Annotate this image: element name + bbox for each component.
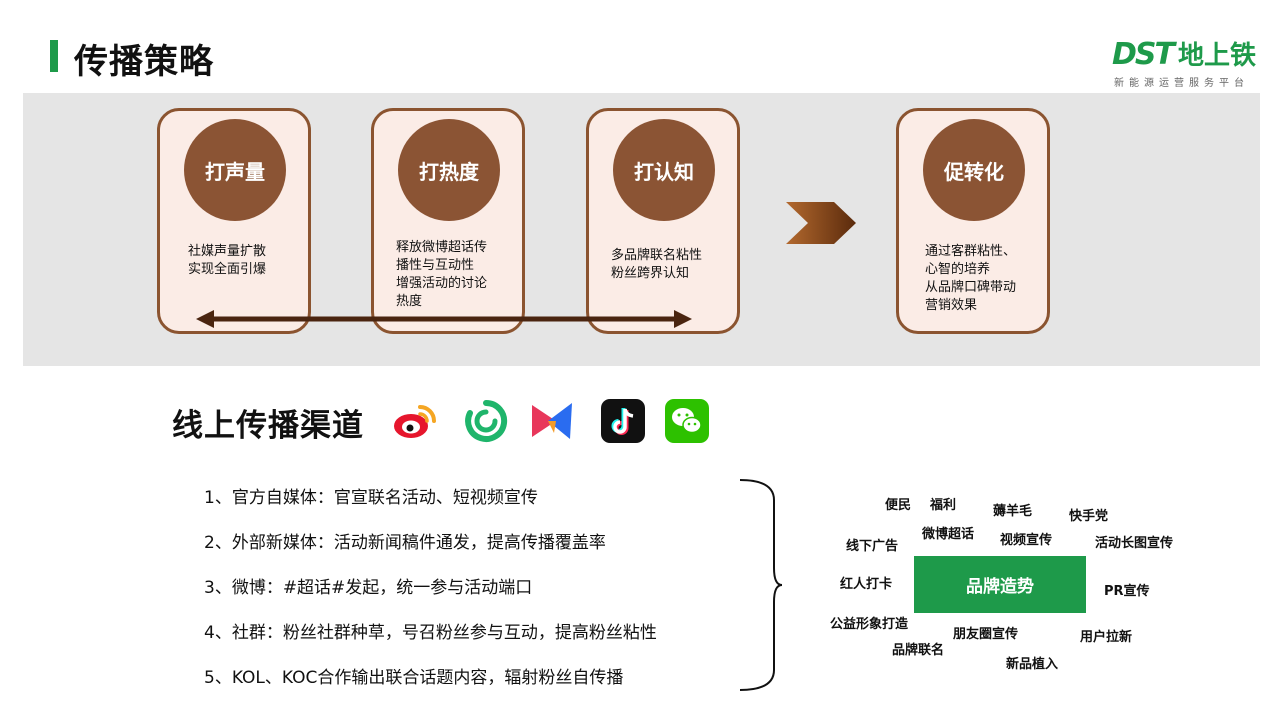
- keyword: 薅羊毛: [993, 504, 1033, 519]
- strategy-card-title: 促转化: [923, 119, 1025, 221]
- list-item: 2、外部新媒体：活动新闻稿件通发，提高传播覆盖率: [204, 533, 606, 553]
- card-line: 热度: [396, 294, 423, 309]
- right-brace-icon: [739, 479, 783, 691]
- strategy-card-title: 打认知: [613, 119, 715, 221]
- wechat-icon: [665, 399, 709, 443]
- card-line: 播性与互动性: [396, 258, 475, 273]
- card-line: 增强活动的讨论: [396, 276, 488, 291]
- keyword: 便民: [885, 498, 912, 513]
- keyword: 用户拉新: [1080, 630, 1133, 645]
- double-arrow-icon: [196, 310, 692, 328]
- keyword: 快手党: [1069, 509, 1109, 524]
- card-line: 从品牌口碑带动: [925, 280, 1017, 295]
- card-line: 心智的培养: [925, 262, 991, 277]
- strategy-card-text: 释放微博超话传 播性与互动性 增强活动的讨论 热度: [396, 239, 516, 311]
- keyword: 红人打卡: [840, 577, 893, 592]
- keyword: 新品植入: [1006, 657, 1059, 672]
- card-line: 粉丝跨界认知: [611, 266, 690, 281]
- keyword: 朋友圈宣传: [953, 627, 1019, 642]
- green-loop-icon: [465, 399, 508, 442]
- keyword: 活动长图宣传: [1095, 536, 1174, 551]
- keyword: 公益形象打造: [830, 617, 909, 632]
- strategy-card-title: 打声量: [184, 119, 286, 221]
- card-line: 营销效果: [925, 298, 978, 313]
- strategy-card-text: 社媒声量扩散 实现全面引爆: [188, 243, 308, 279]
- channels-title: 线上传播渠道: [172, 408, 364, 444]
- keyword: 视频宣传: [1000, 533, 1053, 548]
- brand-center-box: 品牌造势: [914, 556, 1086, 613]
- logo-mark: DST: [1112, 37, 1175, 72]
- strategy-card-text: 通过客群粘性、 心智的培养 从品牌口碑带动 营销效果: [925, 243, 1045, 315]
- keyword: 线下广告: [846, 539, 899, 554]
- card-line: 实现全面引爆: [188, 262, 267, 277]
- strategy-card-title: 打热度: [398, 119, 500, 221]
- card-line: 社媒声量扩散: [188, 244, 267, 259]
- keyword: 微博超话: [922, 527, 975, 542]
- logo: DST 地上铁 新能源运营服务平台: [1112, 38, 1264, 90]
- weibo-icon: [394, 405, 436, 438]
- title-accent-bar: [50, 40, 58, 72]
- keyword: PR宣传: [1104, 584, 1150, 599]
- strategy-card-text: 多品牌联名粘性 粉丝跨界认知: [611, 247, 731, 283]
- chevron-right-icon: [786, 202, 856, 244]
- strategy-card-3: 打认知 多品牌联名粘性 粉丝跨界认知: [586, 108, 740, 334]
- list-item: 3、微博：#超话#发起，统一参与活动端口: [204, 578, 533, 598]
- card-line: 释放微博超话传: [396, 240, 488, 255]
- keyword: 品牌联名: [892, 643, 945, 658]
- strategy-card-2: 打热度 释放微博超话传 播性与互动性 增强活动的讨论 热度: [371, 108, 525, 334]
- card-line: 多品牌联名粘性: [611, 248, 703, 263]
- strategy-card-4: 促转化 通过客群粘性、 心智的培养 从品牌口碑带动 营销效果: [896, 108, 1050, 334]
- kuaishou-icon: [532, 403, 572, 439]
- list-item: 5、KOL、KOC合作输出联合话题内容，辐射粉丝自传播: [204, 668, 624, 688]
- list-item: 1、官方自媒体：官宣联名活动、短视频宣传: [204, 488, 538, 508]
- card-line: 通过客群粘性、: [925, 244, 1017, 259]
- logo-tagline: 新能源运营服务平台: [1114, 78, 1249, 89]
- page-title: 传播策略: [74, 42, 214, 82]
- logo-name: 地上铁: [1178, 41, 1257, 71]
- douyin-icon: [601, 399, 645, 443]
- list-item: 4、社群：粉丝社群种草，号召粉丝参与互动，提高粉丝粘性: [204, 623, 657, 643]
- strategy-card-1: 打声量 社媒声量扩散 实现全面引爆: [157, 108, 311, 334]
- keyword: 福利: [930, 498, 957, 513]
